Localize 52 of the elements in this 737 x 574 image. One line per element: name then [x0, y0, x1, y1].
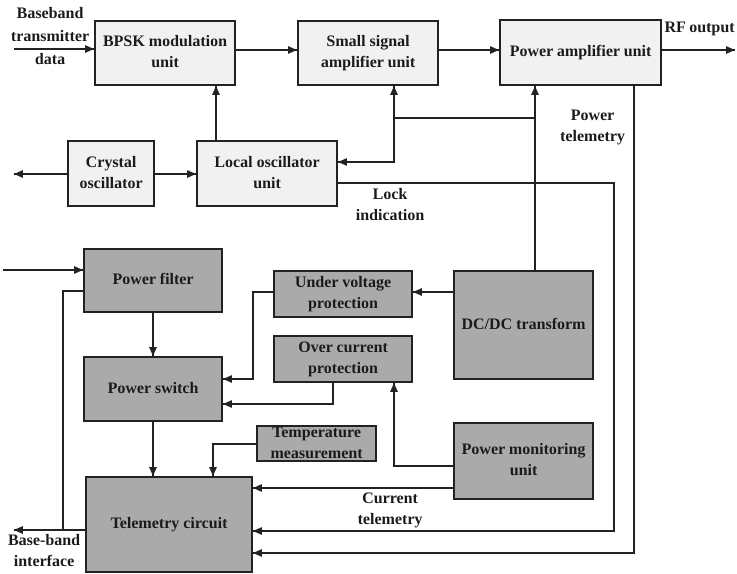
- arrow: [14, 44, 94, 54]
- process-box: [453, 422, 594, 500]
- box-label: Under voltage protection: [294, 273, 392, 314]
- arrow: [155, 170, 196, 178]
- box-label: Temperature measurement: [269, 422, 364, 464]
- process-box: [499, 19, 662, 86]
- edge-label: Lock indication: [354, 185, 426, 226]
- arrow: [662, 46, 735, 54]
- edge-label: RF output: [663, 18, 736, 38]
- arrow: [253, 86, 635, 558]
- box-label: Local oscillator unit: [213, 152, 321, 194]
- edge-label: Power telemetry: [559, 106, 626, 147]
- box-label: Crystal oscillator: [78, 152, 144, 194]
- arrow: [14, 526, 85, 534]
- arrow: [208, 443, 256, 476]
- process-box: [453, 270, 594, 380]
- box-label: Over current protection: [297, 338, 389, 379]
- arrow: [439, 46, 499, 54]
- arrow: [212, 86, 220, 140]
- process-box: [67, 140, 155, 207]
- process-box: [85, 476, 253, 573]
- arrow: [338, 117, 536, 270]
- arrow: [223, 291, 273, 384]
- arrow: [3, 266, 83, 274]
- process-box: [196, 140, 338, 207]
- process-box: [256, 425, 377, 462]
- box-label: Telemetry circuit: [110, 514, 228, 534]
- process-box: [273, 335, 413, 383]
- box-label: DC/DC transform: [462, 314, 586, 335]
- process-box: [83, 356, 223, 422]
- box-label: Small signal amplifier unit: [320, 32, 416, 73]
- arrow: [236, 46, 297, 54]
- edge-label: Base-band interface: [6, 531, 82, 572]
- box-label: Power filter: [112, 270, 194, 290]
- box-label: Power amplifier unit: [510, 42, 652, 62]
- arrow: [148, 422, 158, 476]
- edge-label: Baseband transmitter data: [10, 4, 90, 70]
- process-box: [94, 20, 236, 86]
- box-label: Power monitoring unit: [460, 440, 586, 481]
- process-box: [273, 270, 413, 318]
- arrow: [148, 313, 158, 356]
- box-label: Power switch: [108, 378, 198, 399]
- arrow: [14, 170, 67, 178]
- box-label: BPSK modulation unit: [102, 32, 228, 73]
- arrow: [253, 182, 615, 536]
- arrow: [413, 288, 453, 296]
- arrow: [390, 383, 453, 467]
- process-box: [297, 20, 439, 86]
- process-box: [83, 248, 223, 313]
- edge-label: Current telemetry: [356, 489, 424, 530]
- arrow: [223, 383, 334, 408]
- arrow: [253, 484, 453, 492]
